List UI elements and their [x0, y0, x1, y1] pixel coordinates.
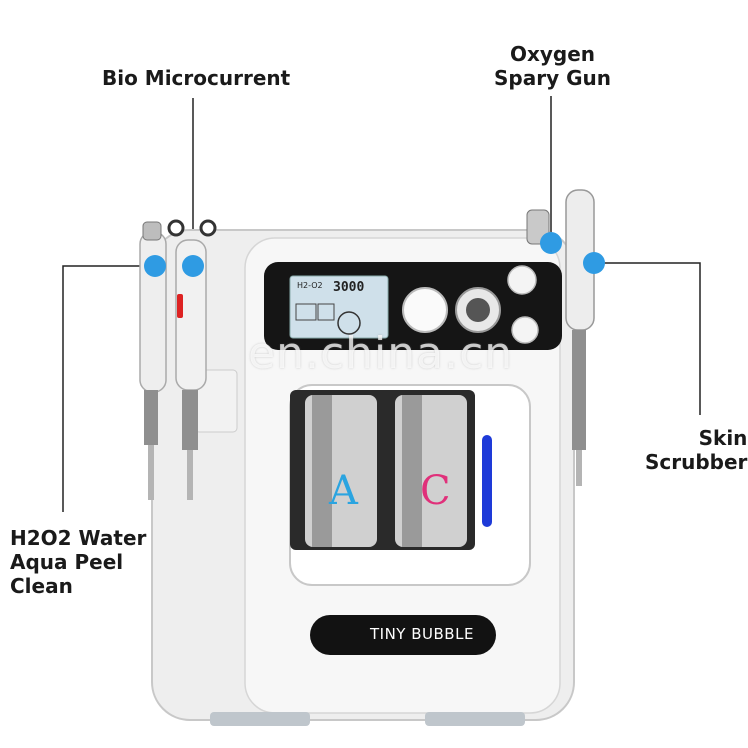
device-body	[151, 229, 575, 726]
marker-oxygen	[540, 232, 562, 254]
bottle-c-label: C	[420, 468, 451, 514]
bottle-a-label: A	[329, 468, 358, 514]
lcd-tag: H2-O2	[297, 281, 323, 290]
leader-skin	[594, 262, 701, 415]
marker-h2o2	[144, 255, 166, 277]
watermark: en.china.cn	[248, 328, 514, 379]
label-bio-microcurrent: Bio Microcurrent	[102, 66, 291, 90]
brand-name: TINY BUBBLE	[370, 625, 474, 643]
label-skin-scrubber: Skin Scrubber	[645, 426, 748, 474]
leader-h2o2	[62, 265, 155, 512]
brand-plate	[310, 615, 496, 655]
lcd-value: 3000	[333, 280, 365, 295]
label-oxygen-spray-gun: Oxygen Spary Gun	[494, 42, 611, 90]
label-h2o2-aqua-peel: H2O2 Water Aqua Peel Clean	[10, 526, 147, 598]
marker-skin	[583, 252, 605, 274]
markers	[144, 232, 605, 277]
handpieces-right	[526, 189, 595, 486]
marker-bio	[182, 255, 204, 277]
